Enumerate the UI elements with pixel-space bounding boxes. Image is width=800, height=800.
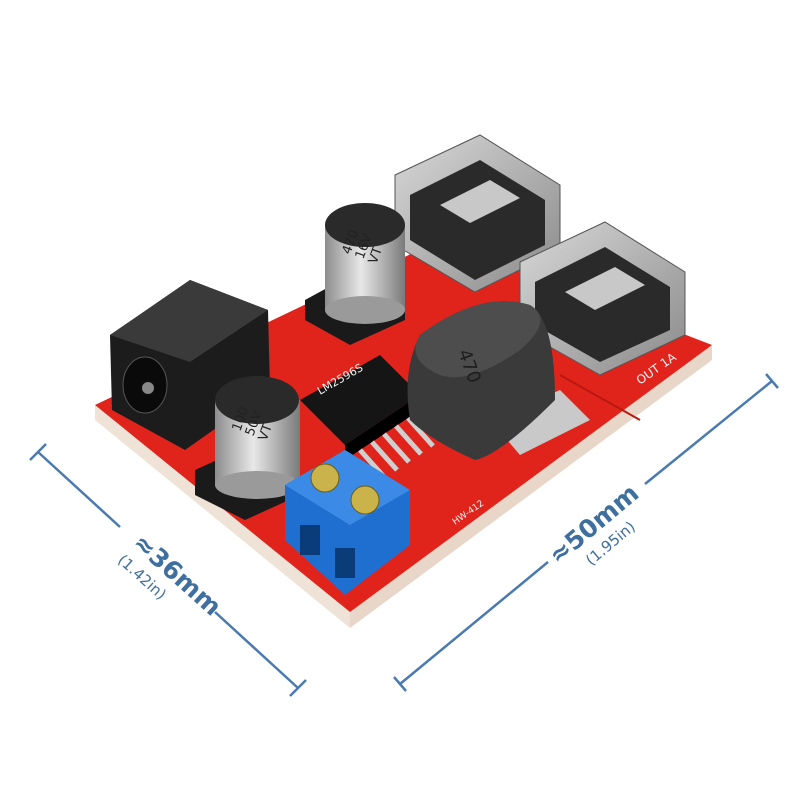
cap-top-brand: VT	[366, 245, 386, 266]
screw-terminal-block	[285, 450, 410, 595]
capacitor-left: 100 50V VT	[195, 376, 300, 520]
usb-port-2	[519, 221, 686, 376]
regulator-ic: LM2596S	[300, 355, 435, 480]
capacitor-top: 470 16V VT	[305, 203, 405, 345]
length-dimension-line	[393, 373, 779, 692]
inductor: 470	[407, 301, 555, 460]
width-dimension-label: ≈36mm (1.42in)	[114, 528, 227, 622]
cap-left-brand: VT	[256, 422, 276, 443]
width-dimension-line	[29, 443, 307, 697]
usb-port-1	[394, 134, 561, 293]
length-dimension-label: ≈50mm (1.95in)	[543, 478, 644, 570]
